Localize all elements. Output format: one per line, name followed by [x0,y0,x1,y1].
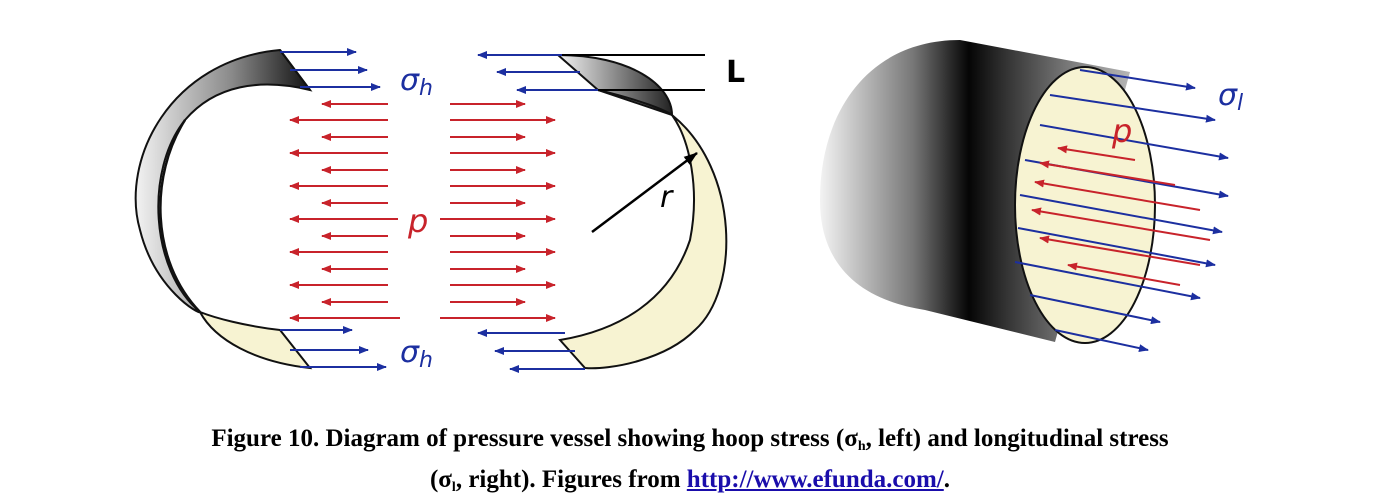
pressure-arrow [1067,262,1181,286]
right-half-shell [555,53,728,370]
longitudinal-arrow [1054,329,1149,353]
pressure-arrows-cross-section [1031,145,1211,286]
caption-line-1: Figure 10. Diagram of pressure vessel sh… [211,425,1169,454]
longitudinal-stress-label: σl [1218,78,1243,116]
pressure-arrows-right [440,100,556,322]
efunda-link[interactable]: http://www.efunda.com/ [686,466,944,493]
cylinder [820,40,1156,344]
figure-caption: Figure 10. Diagram of pressure vessel sh… [0,422,1380,504]
pressure-arrow [1031,207,1211,241]
longitudinal-arrow [1017,227,1216,268]
caption-line-2: (σl, right). Figures from http://www.efu… [429,466,951,495]
length-label: L [726,55,745,90]
hoop-stress-arrows-right [477,51,598,373]
longitudinal-arrow [1079,69,1196,91]
pressure-arrow [1057,145,1136,161]
hoop-stress-label-bottom: σh [400,335,433,373]
pressure-arrows-left [289,100,400,322]
longitudinal-arrow [1014,261,1201,301]
radius-arrow [591,152,698,233]
pressure-arrow [1039,235,1201,266]
longitudinal-arrow [1049,94,1216,123]
pressure-vessel-diagram: σh σh L p r [134,40,1243,373]
pressure-arrow [1034,179,1201,211]
hoop-stress-label-top: σh [400,63,433,101]
radius-label: r [660,180,674,215]
pressure-label-left: p [407,202,428,240]
hoop-stress-arrows-left [280,48,387,371]
longitudinal-arrow [1029,294,1161,325]
pressure-arrow [1039,160,1176,186]
pressure-label-right: p [1111,112,1132,150]
longitudinal-arrow [1019,194,1223,235]
longitudinal-arrow [1039,124,1229,161]
left-half-shell [134,48,313,370]
